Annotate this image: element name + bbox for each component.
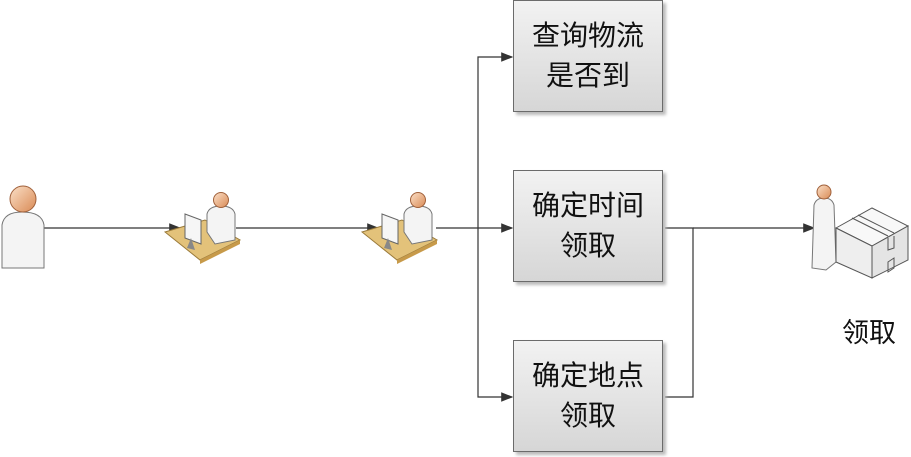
box-text-line: 领取	[559, 229, 616, 262]
arrow-to-box3	[477, 228, 514, 402]
pickup-time-box: 确定时间领取	[513, 170, 663, 282]
customer-person-icon	[1, 185, 45, 269]
box-text-line: 领取	[559, 399, 616, 432]
box-text-line: 确定时间	[531, 189, 644, 222]
service-desk-icon	[360, 192, 439, 264]
merge-line	[665, 227, 694, 398]
pickup-location-box: 确定地点领取	[513, 340, 663, 452]
box-text-line: 是否到	[545, 59, 630, 92]
box-text-line: 查询物流	[531, 19, 644, 52]
check-logistics-box: 查询物流是否到	[513, 0, 663, 112]
pickup-label: 领取	[842, 318, 896, 349]
person-with-package-icon	[811, 184, 910, 279]
arrow-to-box1	[477, 52, 514, 228]
service-desk-icon	[163, 192, 242, 264]
box-text-line: 确定地点	[531, 359, 644, 392]
